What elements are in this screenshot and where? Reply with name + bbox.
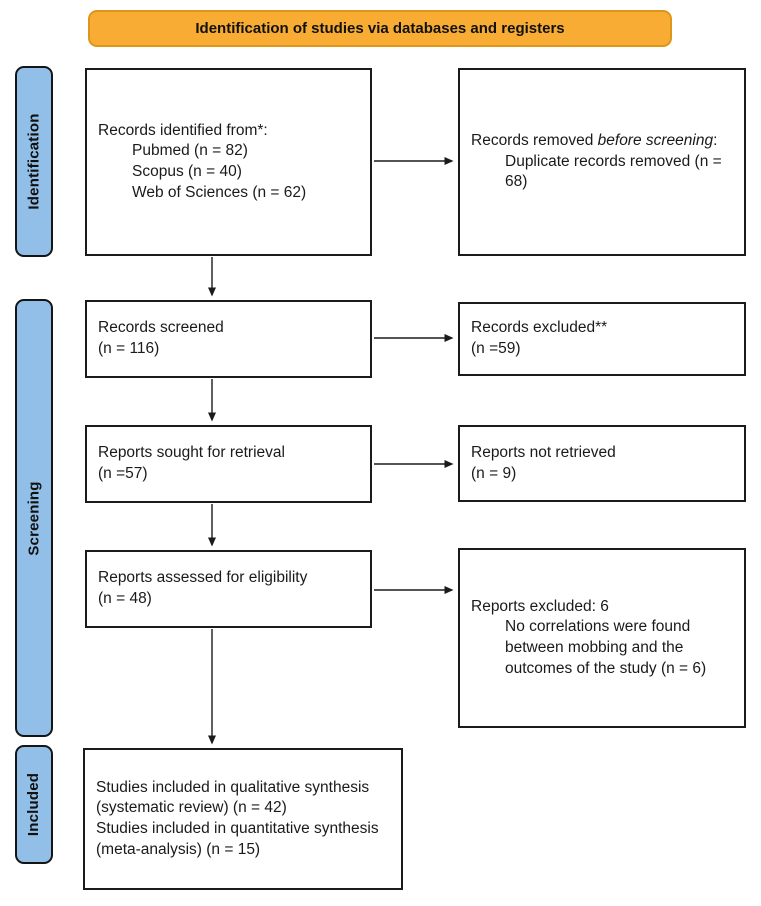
box-studies-included: Studies included in qualitative synthesi… <box>83 748 403 890</box>
reports-sought-label: Reports sought for retrieval <box>98 444 285 462</box>
stage-screening-label: Screening <box>25 480 43 556</box>
box-reports-sought: Reports sought for retrieval (n =57) <box>85 425 372 503</box>
records-identified-source-wos: Web of Sciences (n = 62) <box>132 183 307 201</box>
box-records-identified: Records identified from*: Pubmed (n = 82… <box>85 68 372 256</box>
reports-excluded-title: Reports excluded: 6 <box>471 597 609 615</box>
banner-label: Identification of studies via databases … <box>195 20 565 37</box>
stage-identification: Identification <box>15 66 53 257</box>
records-screened-label: Records screened <box>98 319 224 337</box>
stage-included-label: Included <box>25 772 43 837</box>
reports-sought-count: (n =57) <box>98 465 148 482</box>
banner-identification-via-databases: Identification of studies via databases … <box>88 10 672 47</box>
records-identified-source-pubmed: Pubmed (n = 82) <box>132 142 248 160</box>
reports-assessed-label: Reports assessed for eligibility <box>98 569 308 587</box>
stage-screening: Screening <box>15 299 53 737</box>
stage-included: Included <box>15 745 53 864</box>
box-records-excluded: Records excluded** (n =59) <box>458 302 746 376</box>
reports-assessed-count: (n = 48) <box>98 590 152 607</box>
records-removed-duplicates: Duplicate records removed (n = 68) <box>505 152 722 191</box>
stage-identification-label: Identification <box>25 113 43 210</box>
records-identified-source-scopus: Scopus (n = 40) <box>132 163 242 180</box>
records-removed-title-suffix: : <box>713 132 718 150</box>
records-removed-title: Records removed before screening: <box>471 131 736 152</box>
reports-not-retrieved-label: Reports not retrieved <box>471 443 616 461</box>
box-reports-assessed: Reports assessed for eligibility (n = 48… <box>85 550 372 628</box>
box-reports-not-retrieved: Reports not retrieved (n = 9) <box>458 425 746 502</box>
box-records-screened: Records screened (n = 116) <box>85 300 372 378</box>
records-identified-title: Records identified from*: <box>98 121 268 139</box>
studies-included-qualitative: Studies included in qualitative synthesi… <box>96 778 370 817</box>
records-removed-title-italic: before screening <box>597 132 714 150</box>
reports-not-retrieved-count: (n = 9) <box>471 464 517 482</box>
reports-excluded-reason: No correlations were found between mobbi… <box>505 618 707 677</box>
box-reports-excluded: Reports excluded: 6 No correlations were… <box>458 548 746 728</box>
box-records-removed: Records removed before screening: Duplic… <box>458 68 746 256</box>
records-screened-count: (n = 116) <box>98 340 160 357</box>
studies-included-quantitative: Studies included in quantitative synthes… <box>96 820 379 858</box>
records-excluded-count: (n =59) <box>471 340 521 357</box>
records-excluded-label: Records excluded** <box>471 319 608 337</box>
records-removed-title-prefix: Records removed <box>471 132 598 150</box>
